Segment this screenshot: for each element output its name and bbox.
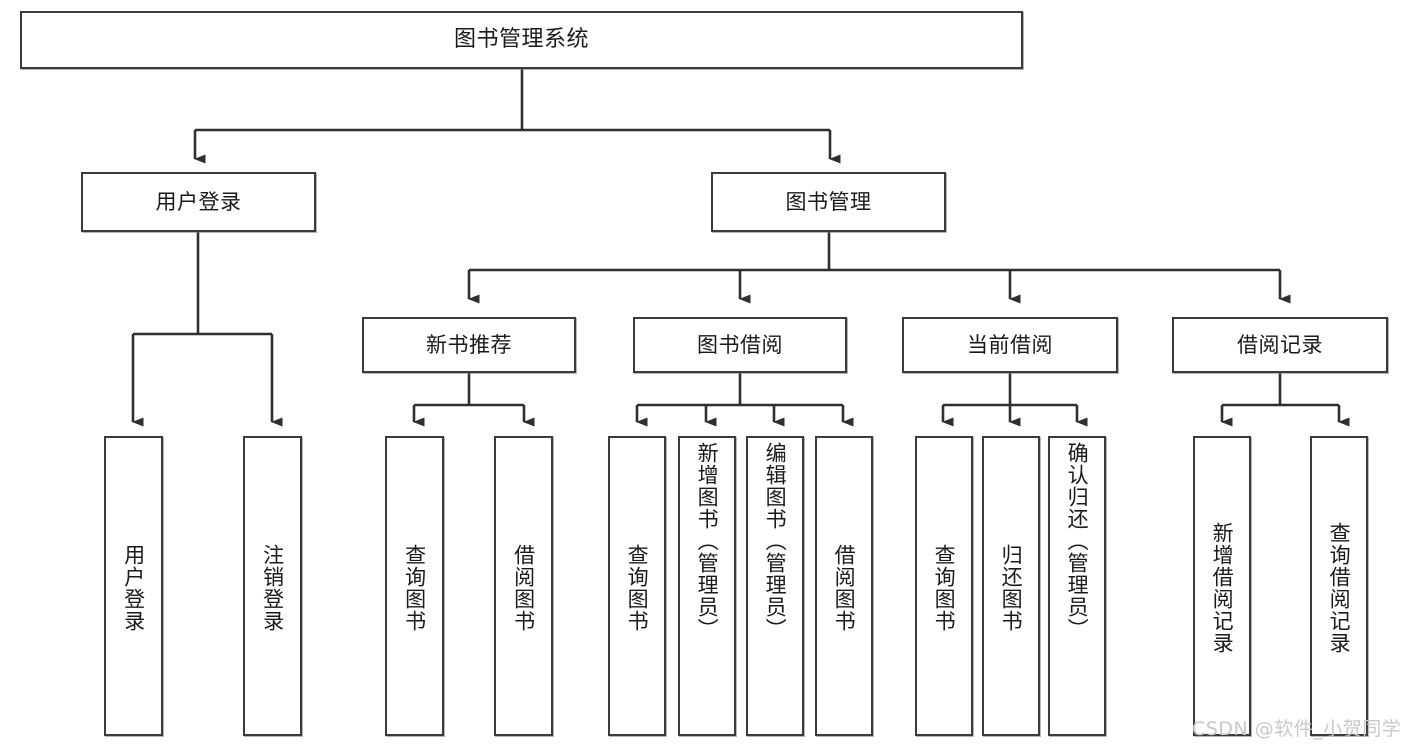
leaf-user-login-login[interactable]: 用户登录 [104,436,163,736]
leaf-record-query-record[interactable]: 查询借阅记录 [1310,436,1368,736]
node-new-book-recommend[interactable]: 新书推荐 [362,317,576,373]
node-book-management-label: 图书管理 [785,189,872,214]
node-current-borrow-label: 当前借阅 [967,332,1053,357]
leaf-borrow-query-book[interactable]: 查询图书 [608,436,666,736]
leaf-borrow-edit-book-admin[interactable]: 编辑图书（管理员） [746,436,804,736]
leaf-user-login-logout[interactable]: 注销登录 [243,436,302,736]
node-new-book-recommend-label: 新书推荐 [426,332,512,357]
leaf-recommend-borrow-book-label: 借阅图书 [511,544,536,632]
leaf-borrow-add-book-admin-label: 新增图书（管理员） [695,442,720,640]
leaf-current-return-book[interactable]: 归还图书 [982,436,1040,736]
node-root-label: 图书管理系统 [453,27,589,53]
leaf-recommend-borrow-book[interactable]: 借阅图书 [494,436,553,736]
leaf-user-login-login-label: 用户登录 [121,544,146,632]
leaf-recommend-query-book[interactable]: 查询图书 [385,436,444,736]
node-book-borrow[interactable]: 图书借阅 [633,317,847,373]
node-book-management[interactable]: 图书管理 [711,172,946,232]
node-root-system[interactable]: 图书管理系统 [20,11,1023,69]
leaf-borrow-query-book-label: 查询图书 [625,544,650,632]
node-current-borrow[interactable]: 当前借阅 [902,317,1118,373]
leaf-current-query-book-label: 查询图书 [932,544,957,632]
leaf-current-return-book-label: 归还图书 [999,544,1024,632]
csdn-watermark: CSDN @软件_小贺同学 [1192,718,1402,740]
node-borrow-record[interactable]: 借阅记录 [1172,317,1388,373]
node-borrow-record-label: 借阅记录 [1237,332,1323,357]
leaf-borrow-add-book-admin[interactable]: 新增图书（管理员） [678,436,736,736]
leaf-borrow-borrow-book[interactable]: 借阅图书 [815,436,873,736]
leaf-record-query-record-label: 查询借阅记录 [1327,522,1352,654]
leaf-record-add-record-label: 新增借阅记录 [1210,522,1235,654]
leaf-record-add-record[interactable]: 新增借阅记录 [1193,436,1251,736]
leaf-user-login-logout-label: 注销登录 [260,544,285,632]
leaf-current-confirm-return-admin-label: 确认归还（管理员） [1065,442,1090,640]
leaf-borrow-borrow-book-label: 借阅图书 [832,544,857,632]
leaf-recommend-query-book-label: 查询图书 [402,544,427,632]
node-user-login-label: 用户登录 [155,189,242,214]
leaf-current-confirm-return-admin[interactable]: 确认归还（管理员） [1048,436,1106,736]
leaf-current-query-book[interactable]: 查询图书 [915,436,973,736]
node-user-login[interactable]: 用户登录 [81,172,316,232]
node-book-borrow-label: 图书借阅 [697,332,783,357]
leaf-borrow-edit-book-admin-label: 编辑图书（管理员） [763,442,788,640]
